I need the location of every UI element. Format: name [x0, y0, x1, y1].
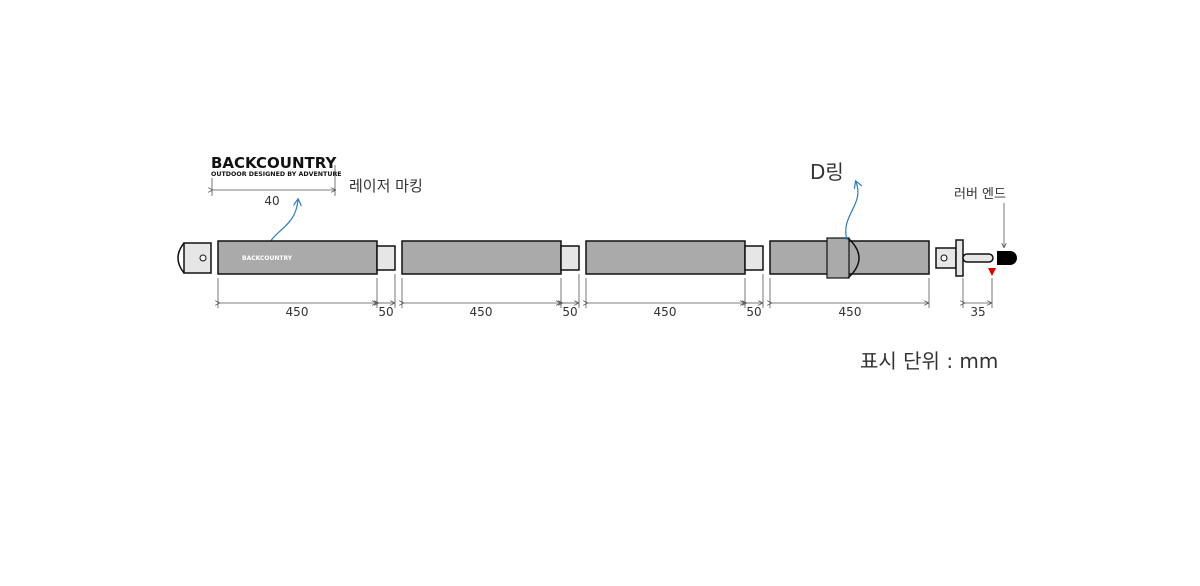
d-ring-arrow — [845, 182, 858, 241]
rubber-end-label: 러버 엔드 — [954, 187, 1006, 202]
logo-brand: BACKCOUNTRY — [211, 154, 337, 172]
marker-triangle-icon — [988, 268, 996, 276]
d-ring — [847, 237, 860, 279]
logo: BACKCOUNTRY OUTDOOR DESIGNED BY ADVENTUR… — [211, 154, 342, 178]
left-end-cap — [183, 242, 212, 274]
tip-length: 35 — [970, 305, 985, 319]
segment-logo-brand: BACKCOUNTRY — [242, 255, 293, 262]
rubber-end — [997, 251, 1017, 265]
logo-width-label: 40 — [264, 194, 279, 208]
segment-1-length: 450 — [286, 305, 309, 319]
tip-rod — [962, 253, 994, 263]
segment-4-length: 450 — [839, 305, 862, 319]
logo-tagline: OUTDOOR DESIGNED BY ADVENTURE — [211, 171, 342, 178]
end-cap-arc — [177, 242, 185, 274]
pin-hole-icon — [940, 254, 948, 262]
connector-1 — [376, 245, 396, 271]
segment-2-length: 450 — [470, 305, 493, 319]
d-ring-label: D링 — [810, 160, 844, 184]
connector-2 — [560, 245, 580, 271]
laser-marking-label: 레이저 마킹 — [349, 177, 423, 195]
unit-label: 표시 단위 : mm — [860, 349, 998, 373]
connector-2-length: 50 — [562, 305, 577, 319]
flange — [955, 239, 964, 277]
connector-3 — [744, 245, 764, 271]
pole-segment-2 — [401, 240, 562, 275]
d-ring-mount — [826, 237, 850, 279]
segment-3-length: 450 — [654, 305, 677, 319]
connector-3-length: 50 — [746, 305, 761, 319]
pole-segment-3 — [585, 240, 746, 275]
pin-hole-icon — [199, 254, 207, 262]
connector-1-length: 50 — [378, 305, 393, 319]
pole-segment-1 — [217, 240, 378, 275]
